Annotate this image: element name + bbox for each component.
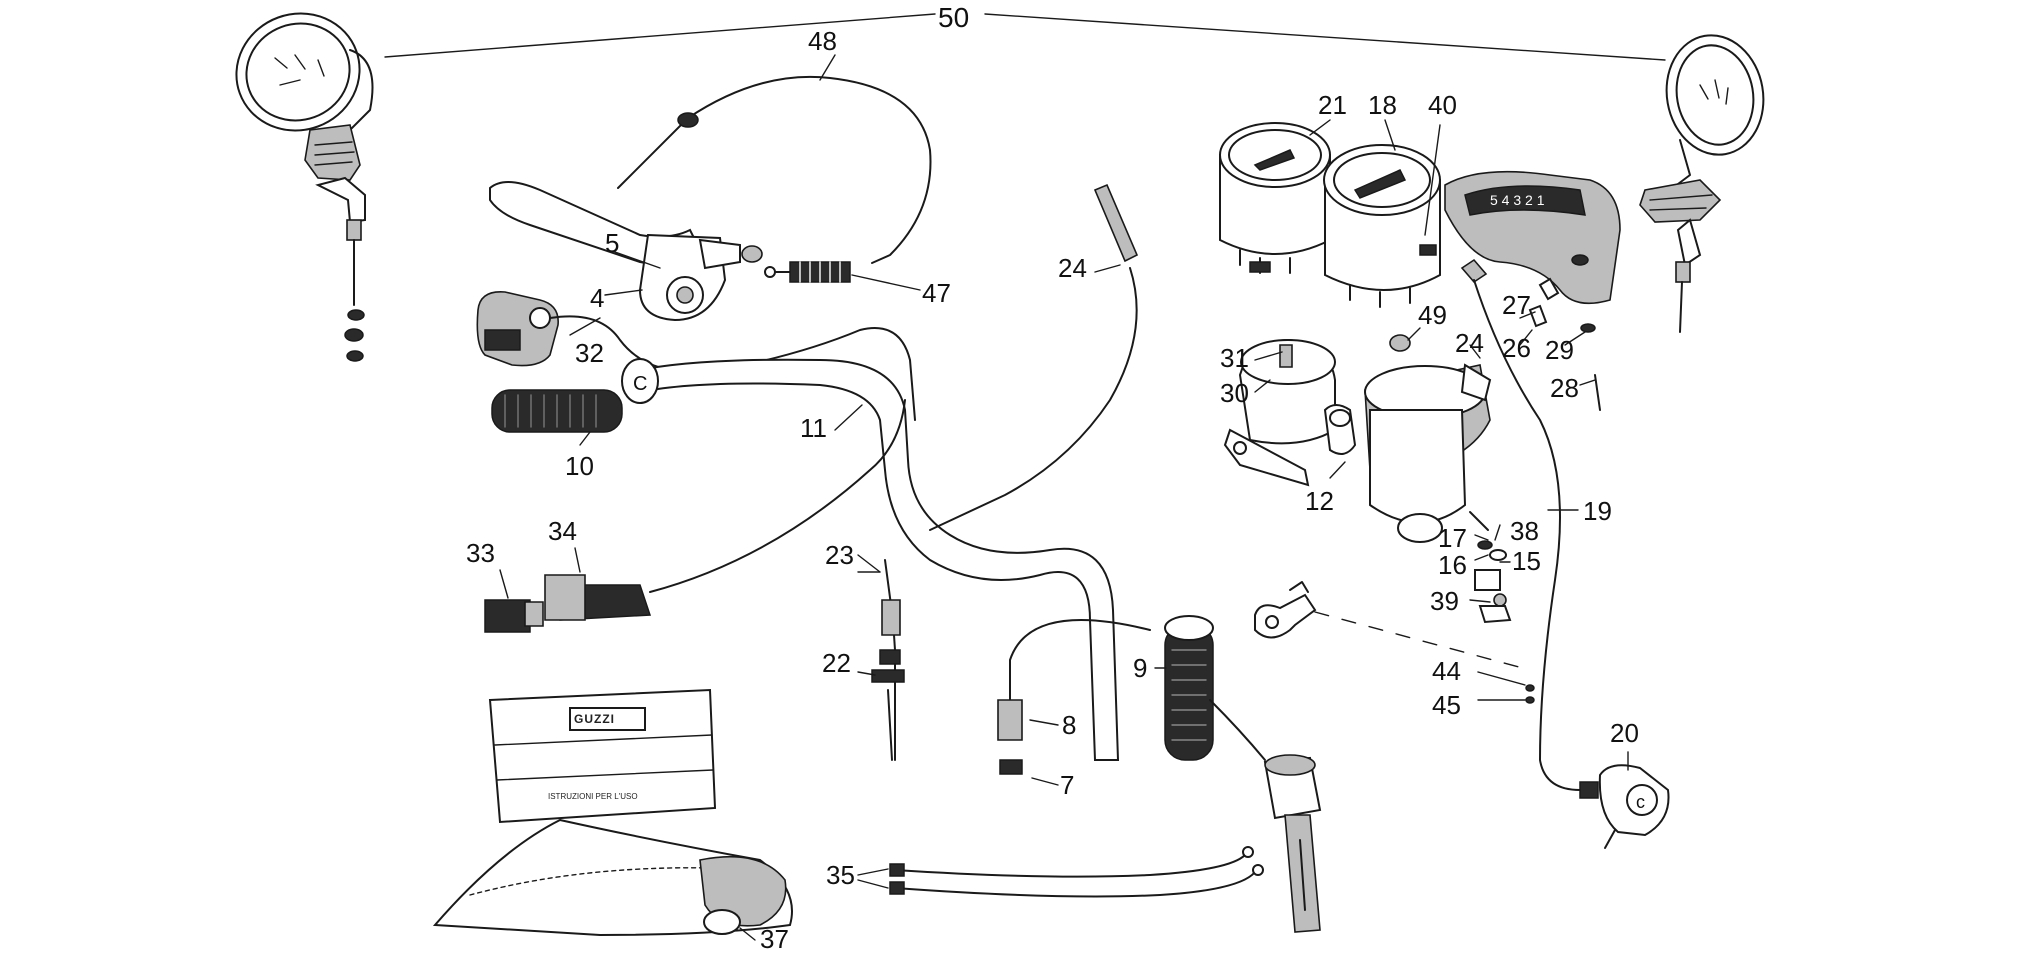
callout-17: 17	[1438, 523, 1467, 553]
callout-27: 27	[1502, 290, 1531, 320]
right-grip-9	[1154, 615, 1266, 761]
callout-18: 18	[1368, 90, 1397, 120]
tacho-cable-24	[929, 183, 1139, 531]
callout-26: 26	[1502, 333, 1531, 363]
fasteners-15-45	[1469, 511, 1535, 704]
callout-50: 50	[938, 2, 970, 33]
mounting-lug	[1254, 581, 1531, 671]
callout-24-right: 24	[1455, 328, 1484, 358]
callout-32: 32	[575, 338, 604, 368]
callout-30: 30	[1220, 378, 1249, 408]
left-grip-10	[491, 389, 623, 446]
booklet-caption: ISTRUZIONI PER L'USO	[548, 792, 638, 801]
callout-38: 38	[1510, 516, 1539, 546]
cables-35	[857, 846, 1264, 898]
callout-5: 5	[605, 228, 620, 258]
callout-45: 45	[1432, 690, 1461, 720]
owners-manual-booklet	[488, 688, 717, 824]
callout-28: 28	[1550, 373, 1579, 403]
callout-7: 7	[1060, 770, 1075, 800]
clutch-lever-assembly	[489, 181, 763, 322]
callout-37: 37	[760, 924, 789, 954]
callout-47: 47	[922, 278, 951, 308]
wire-7-8	[997, 619, 1151, 786]
handlebar-11: C	[621, 358, 1120, 761]
callout-39: 39	[1430, 586, 1459, 616]
callout-20: 20	[1610, 718, 1639, 748]
callout-23: 23	[825, 540, 854, 570]
callout-44: 44	[1432, 656, 1461, 686]
callout-31: 31	[1220, 343, 1249, 373]
callout-34: 34	[548, 516, 577, 546]
svg-text:C: C	[633, 373, 647, 395]
warning-light-panel: 5 4 3 2 1	[1444, 170, 1621, 305]
tool-pouch-37	[432, 818, 793, 941]
callout-21: 21	[1318, 90, 1347, 120]
gear-indicator-text: 5 4 3 2 1	[1490, 192, 1545, 208]
callout-11: 11	[800, 413, 827, 443]
callout-22: 22	[822, 648, 851, 678]
speedo-cable-19	[1460, 258, 1599, 799]
callout-9: 9	[1133, 653, 1148, 683]
tachometer-21	[1219, 119, 1331, 274]
sender-unit-20: c	[1598, 751, 1670, 849]
leader-lines-50	[384, 13, 1666, 61]
clutch-cable-48	[617, 54, 932, 291]
callout-49: 49	[1418, 300, 1447, 330]
callout-29: 29	[1545, 335, 1574, 365]
callout-35: 35	[826, 860, 855, 890]
fasteners-26-29	[1519, 277, 1601, 411]
callout-24: 24	[1058, 253, 1087, 283]
speedometer-18	[1323, 119, 1441, 308]
callout-10: 10	[565, 451, 594, 481]
instrument-bracket	[1223, 327, 1492, 543]
callout-48: 48	[808, 26, 837, 56]
connectors-33-34	[484, 399, 906, 633]
callout-16: 16	[1438, 550, 1467, 580]
callout-33: 33	[466, 538, 495, 568]
right-mirror	[1639, 34, 1765, 333]
callout-40: 40	[1428, 90, 1457, 120]
callout-15: 15	[1512, 546, 1541, 576]
booklet-brand: GUZZI	[574, 712, 615, 726]
callout-8: 8	[1062, 710, 1077, 740]
callout-12: 12	[1305, 486, 1334, 516]
throttle-control	[1263, 754, 1322, 933]
cable-22-23	[857, 554, 905, 761]
svg-text:c: c	[1636, 792, 1645, 812]
left-mirror	[235, 12, 374, 362]
callout-4: 4	[590, 283, 605, 313]
callout-19: 19	[1583, 496, 1612, 526]
